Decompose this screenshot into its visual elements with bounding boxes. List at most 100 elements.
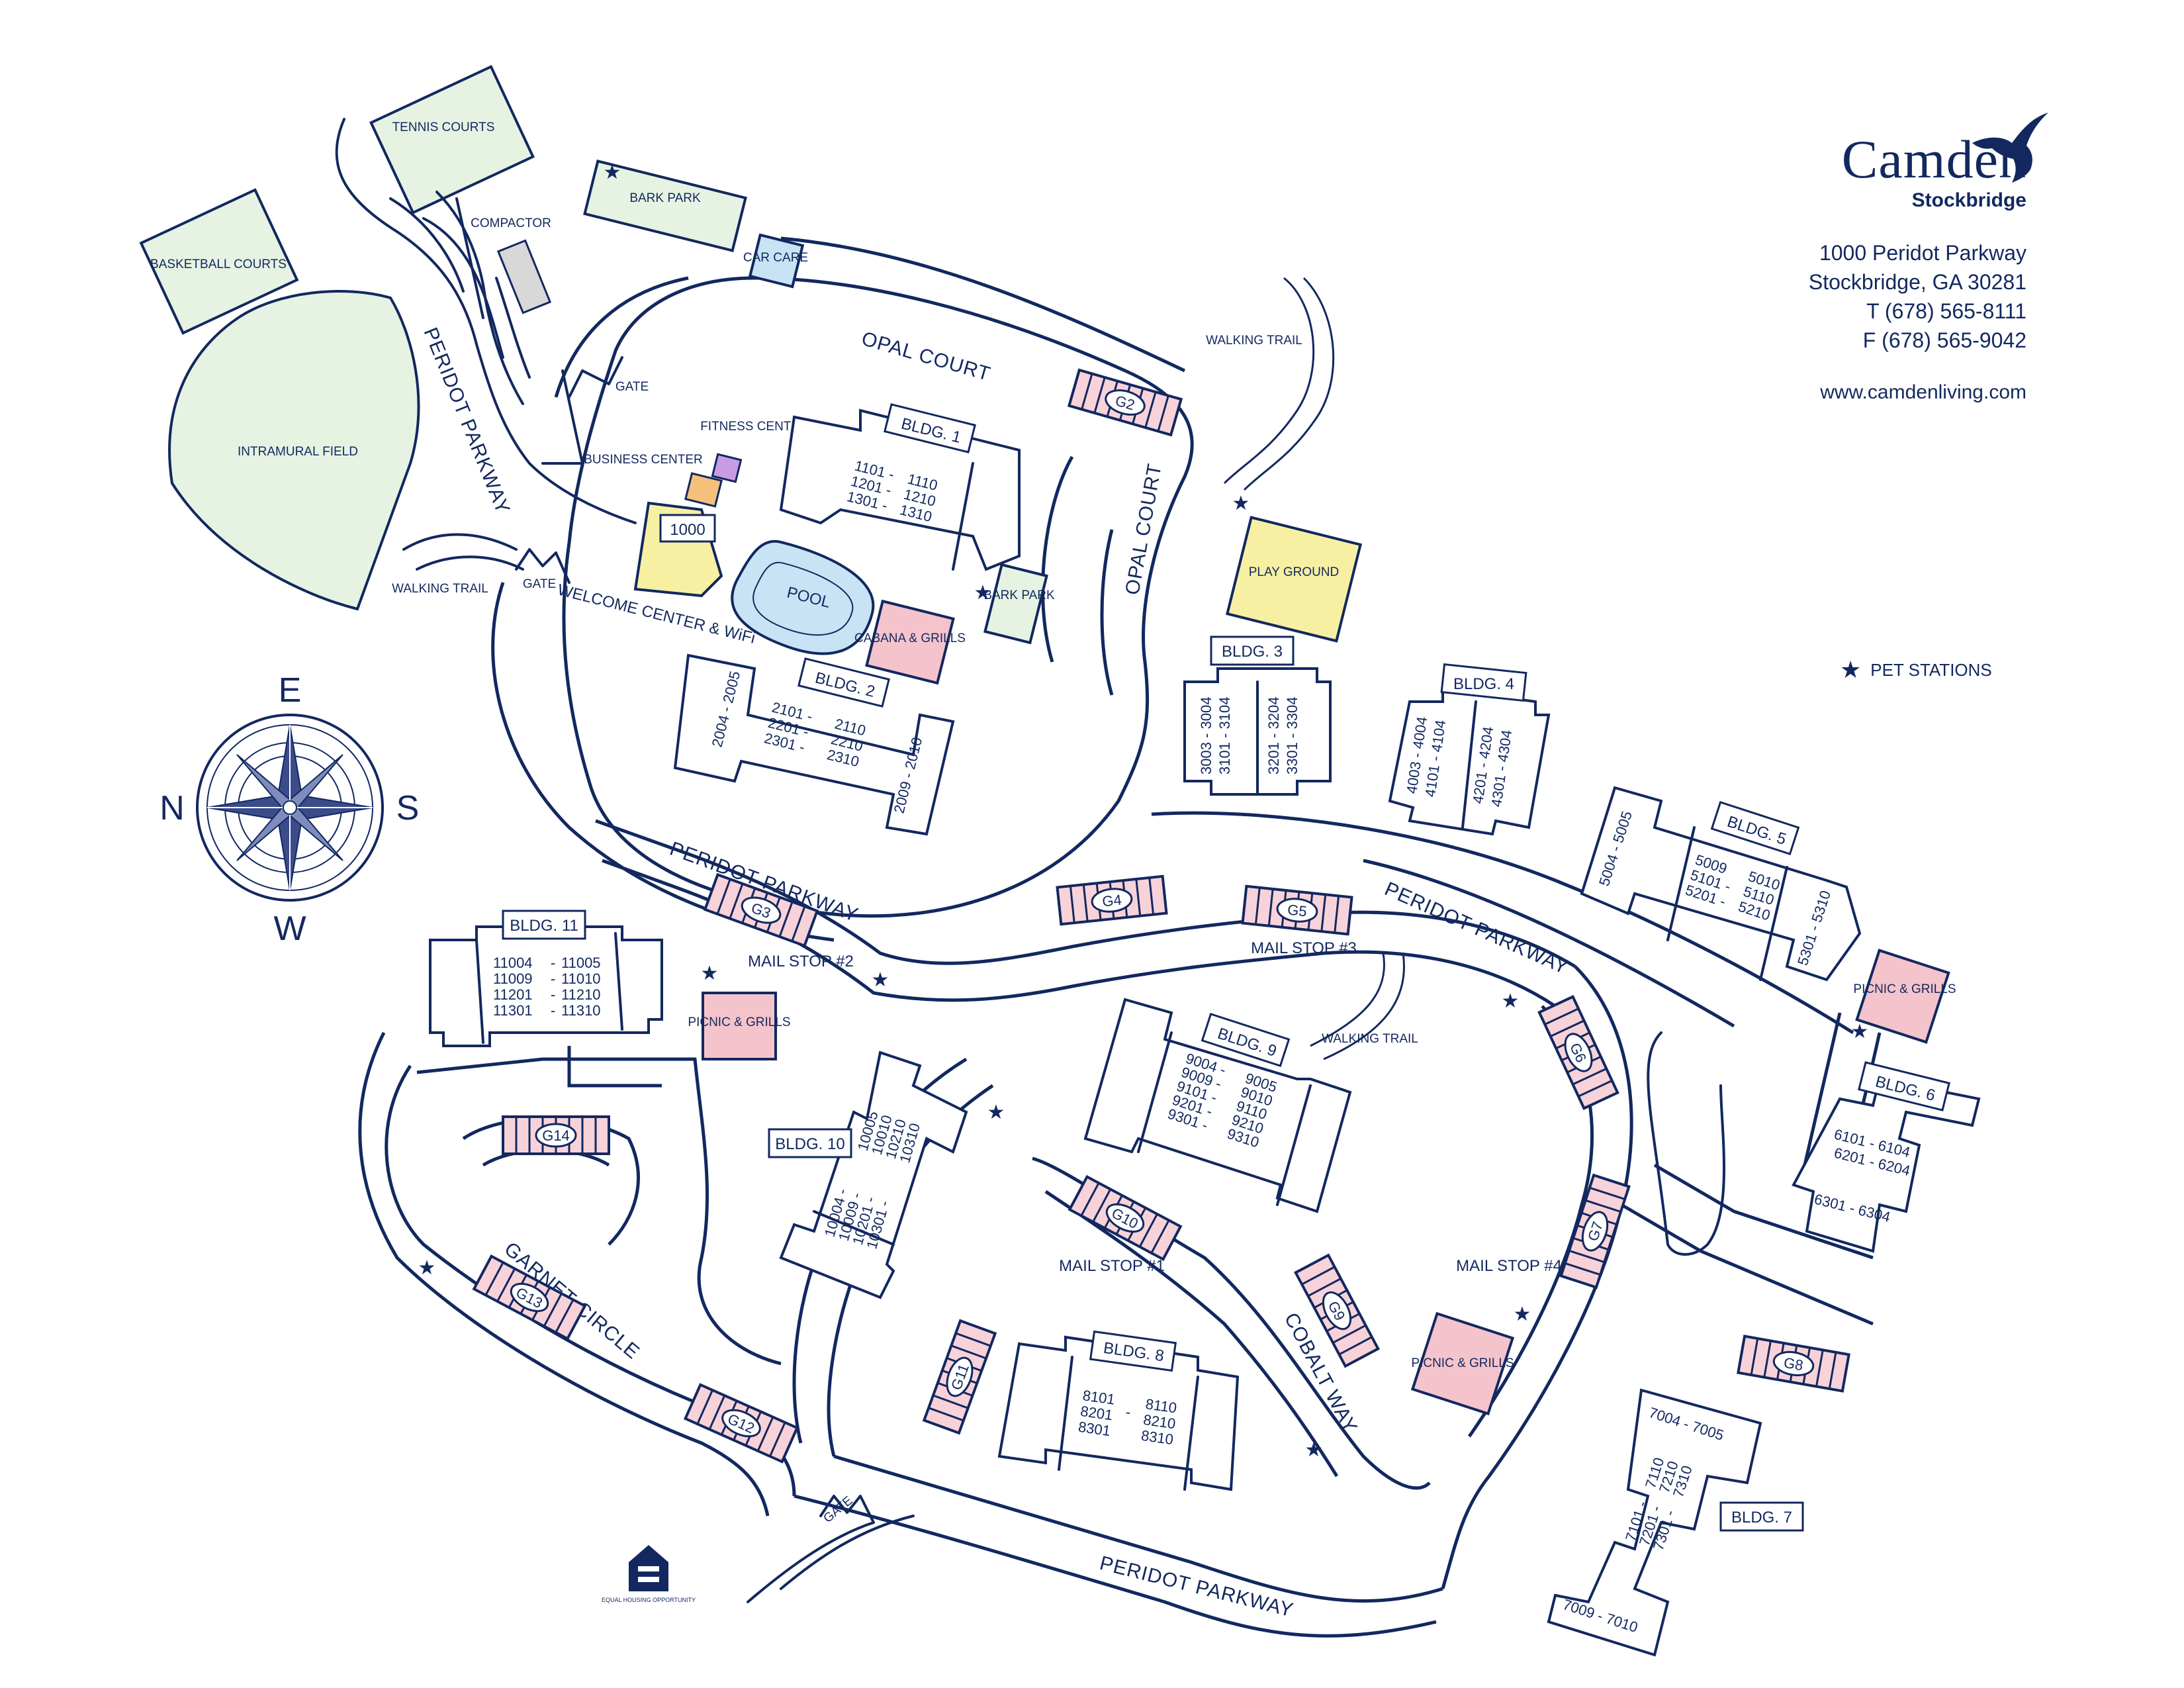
svg-text:EQUAL HOUSING OPPORTUNITY: EQUAL HOUSING OPPORTUNITY xyxy=(602,1597,696,1603)
garage-g6: G6 xyxy=(1537,995,1619,1110)
svg-text:1000: 1000 xyxy=(670,521,705,539)
star-icon: ★ xyxy=(701,962,719,984)
star-icon: ★ xyxy=(1502,990,1520,1012)
address-line-1: 1000 Peridot Parkway xyxy=(1819,241,2026,265)
svg-text:-: - xyxy=(551,1002,555,1019)
community-name: Stockbridge xyxy=(1911,189,2026,211)
building-4[interactable]: BLDG. 4 4003 - 4004 4101 - 4104 4201 - 4… xyxy=(1388,663,1551,836)
business-center: BUSINESS CENTER xyxy=(584,453,723,508)
svg-text:-: - xyxy=(551,955,555,971)
svg-text:CAR CARE: CAR CARE xyxy=(743,251,808,265)
mail-stop-2: MAIL STOP #2 xyxy=(748,953,854,970)
picnic-grills-east: PICNIC & GRILLS xyxy=(1853,949,1956,1044)
picnic-grills-west: PICNIC & GRILLS xyxy=(688,992,791,1060)
star-icon: ★ xyxy=(1514,1303,1531,1325)
contact-block: 1000 Peridot Parkway Stockbridge, GA 302… xyxy=(1809,238,2026,355)
building-9[interactable]: BLDG. 9 9004 - 9009 - 9101 - 9201 - 9301… xyxy=(1083,998,1352,1213)
brand-header: Camden Stockbridge 1000 Peridot Parkway … xyxy=(1809,132,2026,404)
svg-text:PERIDOT PARKWAY: PERIDOT PARKWAY xyxy=(1381,878,1572,978)
svg-text:GATE: GATE xyxy=(615,380,649,394)
svg-text:E: E xyxy=(279,671,302,710)
garage-g8: G8 xyxy=(1737,1335,1850,1393)
svg-text:3003 - 3004: 3003 - 3004 xyxy=(1198,697,1214,774)
svg-text:WALKING TRAIL: WALKING TRAIL xyxy=(1206,334,1302,348)
building-11[interactable]: BLDG. 11 11004 11009 11201 11301 - - - -… xyxy=(429,910,663,1047)
svg-text:PICNIC & GRILLS: PICNIC & GRILLS xyxy=(688,1015,790,1029)
compass-rose: E N S W xyxy=(159,671,419,948)
garage-g4: G4 xyxy=(1056,874,1168,926)
svg-text:-: - xyxy=(551,970,555,987)
star-icon: ★ xyxy=(1840,656,1862,683)
star-icon: ★ xyxy=(1232,492,1250,514)
hummingbird-icon xyxy=(1972,113,2048,183)
svg-text:INTRAMURAL FIELD: INTRAMURAL FIELD xyxy=(238,445,358,459)
svg-text:CABANA & GRILLS: CABANA & GRILLS xyxy=(854,632,966,645)
fax-number: F (678) 565-9042 xyxy=(1862,328,2026,352)
svg-text:BASKETBALL COURTS: BASKETBALL COURTS xyxy=(150,258,287,271)
walking-trail-center: WALKING TRAIL xyxy=(1310,953,1418,1060)
svg-text:3301 - 3304: 3301 - 3304 xyxy=(1284,697,1300,774)
bark-park-mid: BARK PARK xyxy=(983,563,1055,645)
intramural-field: INTRAMURAL FIELD xyxy=(168,290,420,611)
svg-text:TENNIS COURTS: TENNIS COURTS xyxy=(392,120,495,134)
picnic-grills-south: PICNIC & GRILLS xyxy=(1410,1311,1515,1416)
svg-text:PLAY GROUND: PLAY GROUND xyxy=(1249,565,1340,579)
legend-pet-stations: ★ PET STATIONS xyxy=(1840,658,1992,682)
svg-text:BLDG. 3: BLDG. 3 xyxy=(1222,643,1283,661)
building-8[interactable]: BLDG. 8 8101 8201 8301 - 8110 8210 8310 xyxy=(997,1330,1240,1491)
car-care: CAR CARE xyxy=(743,233,808,289)
building-2[interactable]: BLDG. 2 2004 - 2005 2009 - 2010 2101 - 2… xyxy=(673,653,955,836)
svg-text:PICNIC & GRILLS: PICNIC & GRILLS xyxy=(1853,982,1956,996)
svg-text:BLDG. 4: BLDG. 4 xyxy=(1453,675,1514,693)
building-10[interactable]: BLDG. 10 10004 - 10009 - 10201 - 10301 -… xyxy=(768,1051,968,1299)
svg-text:BARK PARK: BARK PARK xyxy=(983,588,1055,602)
basketball-courts: BASKETBALL COURTS xyxy=(139,188,299,335)
svg-text:WALKING TRAIL: WALKING TRAIL xyxy=(1322,1032,1418,1046)
garage-g11: G11 xyxy=(922,1319,997,1435)
svg-text:N: N xyxy=(159,789,185,827)
building-6[interactable]: BLDG. 6 6101 - 6104 6201 - 6204 6301 - 6… xyxy=(1792,1061,1981,1253)
compactor: COMPACTOR xyxy=(471,216,552,314)
svg-text:-: - xyxy=(1124,1403,1132,1421)
star-icon: ★ xyxy=(418,1257,436,1279)
svg-text:WALKING TRAIL: WALKING TRAIL xyxy=(392,582,488,596)
building-1[interactable]: BLDG. 1 1101 - 1201 - 1301 - 1110 1210 1… xyxy=(779,403,1021,571)
cabana-grills: CABANA & GRILLS xyxy=(854,599,966,685)
svg-text:-: - xyxy=(551,986,555,1003)
building-3[interactable]: BLDG. 3 3003 - 3004 3101 - 3104 3201 - 3… xyxy=(1183,635,1332,796)
building-5[interactable]: BLDG. 5 5004 - 5005 5301 - 5310 5009 510… xyxy=(1580,786,1862,982)
gate-west: GATE xyxy=(515,548,570,591)
legend-label: PET STATIONS xyxy=(1870,659,1992,680)
svg-text:9004 - 9009 - 9101: 9004 - 9009 - 9101 - 9201 - 9301 - xyxy=(1165,1050,1232,1135)
garage-g3: G3 xyxy=(703,872,819,948)
svg-text:W: W xyxy=(273,910,306,948)
svg-text:BARK PARK: BARK PARK xyxy=(629,191,701,205)
garage-g7: G7 xyxy=(1559,1173,1631,1289)
playground: PLAY GROUND xyxy=(1225,516,1363,643)
garage-g14: G14 xyxy=(502,1115,610,1155)
svg-text:8110 8210 8310: 8110 8210 8310 xyxy=(1140,1395,1183,1448)
svg-text:5010 5110 5210: 5010 5110 5210 xyxy=(1737,868,1786,925)
website-link[interactable]: www.camdenliving.com xyxy=(1820,381,2026,403)
garage-label: G4 xyxy=(1101,892,1122,910)
gate-south: GATE xyxy=(819,1494,875,1526)
garage-g13: G13 xyxy=(472,1254,587,1340)
garage-label: G5 xyxy=(1287,902,1308,920)
building-7[interactable]: 7004 - 7005 7009 - 7010 7101 - 7201 - 73… xyxy=(1547,1388,1804,1657)
svg-text:S: S xyxy=(396,789,420,827)
gate-north: GATE xyxy=(541,356,649,465)
garage-g2: G2 xyxy=(1067,368,1183,437)
svg-text:PICNIC & GRILLS: PICNIC & GRILLS xyxy=(1411,1356,1514,1370)
walking-trail-north: WALKING TRAIL xyxy=(1206,277,1335,491)
svg-text:FITNESS CENTER: FITNESS CENTER xyxy=(700,420,809,434)
garage-g5: G5 xyxy=(1241,884,1353,936)
svg-text:10004 - 10009 - 10: 10004 - 10009 - 10201 - 10301 - xyxy=(821,1183,894,1251)
mail-stop-4: MAIL STOP #4 xyxy=(1456,1257,1562,1275)
walking-trail-west: WALKING TRAIL xyxy=(392,582,488,596)
pool: POOL xyxy=(731,539,875,655)
phone-number[interactable]: T (678) 565-8111 xyxy=(1866,299,2026,323)
garage-g9: G9 xyxy=(1294,1253,1380,1368)
garage-label: G8 xyxy=(1782,1354,1804,1374)
